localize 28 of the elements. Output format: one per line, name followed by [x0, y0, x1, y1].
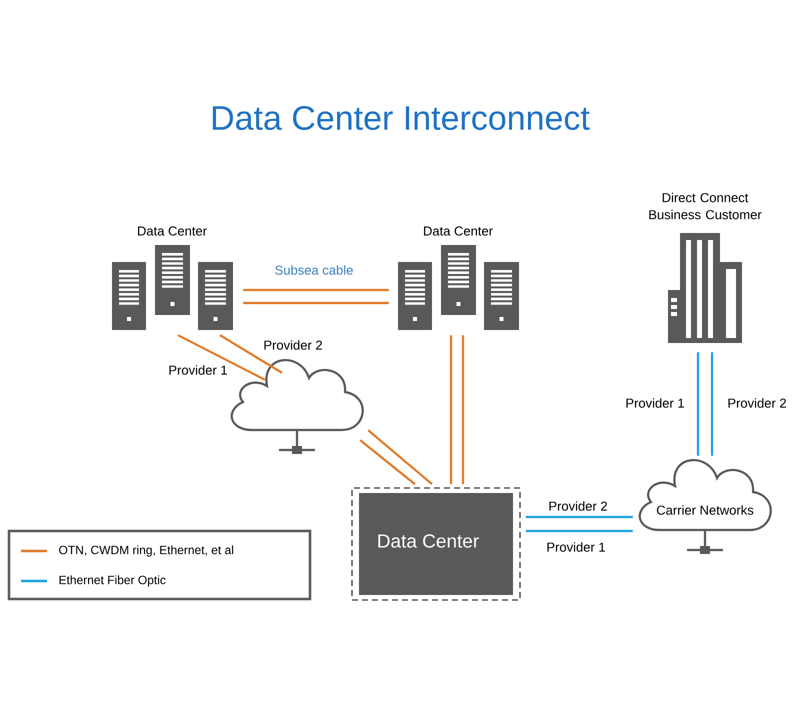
network-cloud: Carrier Networks [638, 459, 772, 554]
legend-text: Ethernet Fiber Optic [60, 575, 166, 587]
connector-line [450, 335, 452, 484]
connector-line [178, 334, 266, 381]
connector-line [462, 335, 464, 484]
connector-line [696, 352, 700, 456]
edge-label: Provider 2 [726, 397, 788, 409]
connector-line [368, 429, 433, 486]
connector-line [219, 334, 283, 374]
edge-label: Subsea cable [274, 264, 354, 276]
legend-text: OTN, CWDM ring, Ethernet, et al [59, 545, 234, 557]
connector-line [526, 530, 633, 532]
node-heading: Data Center [424, 226, 493, 236]
edge-label: Provider 2 [547, 500, 609, 512]
edge-label: Provider 1 [545, 541, 607, 553]
edge-label: Provider 2 [262, 339, 324, 351]
connector-line [526, 516, 633, 518]
connector-line [243, 288, 389, 292]
edge-label: Provider 1 [167, 364, 229, 376]
node-heading: Data Center [138, 226, 207, 236]
edge-label: Provider 1 [624, 397, 686, 409]
node-heading: Direct Connect Business Customer [649, 192, 762, 220]
connector-line [360, 439, 416, 486]
connector-line [243, 302, 389, 304]
connector-line [710, 352, 714, 456]
data-center-box: Data Center [351, 487, 521, 601]
title: Data Center Interconnect [212, 106, 590, 130]
cloud-icon [230, 359, 364, 454]
